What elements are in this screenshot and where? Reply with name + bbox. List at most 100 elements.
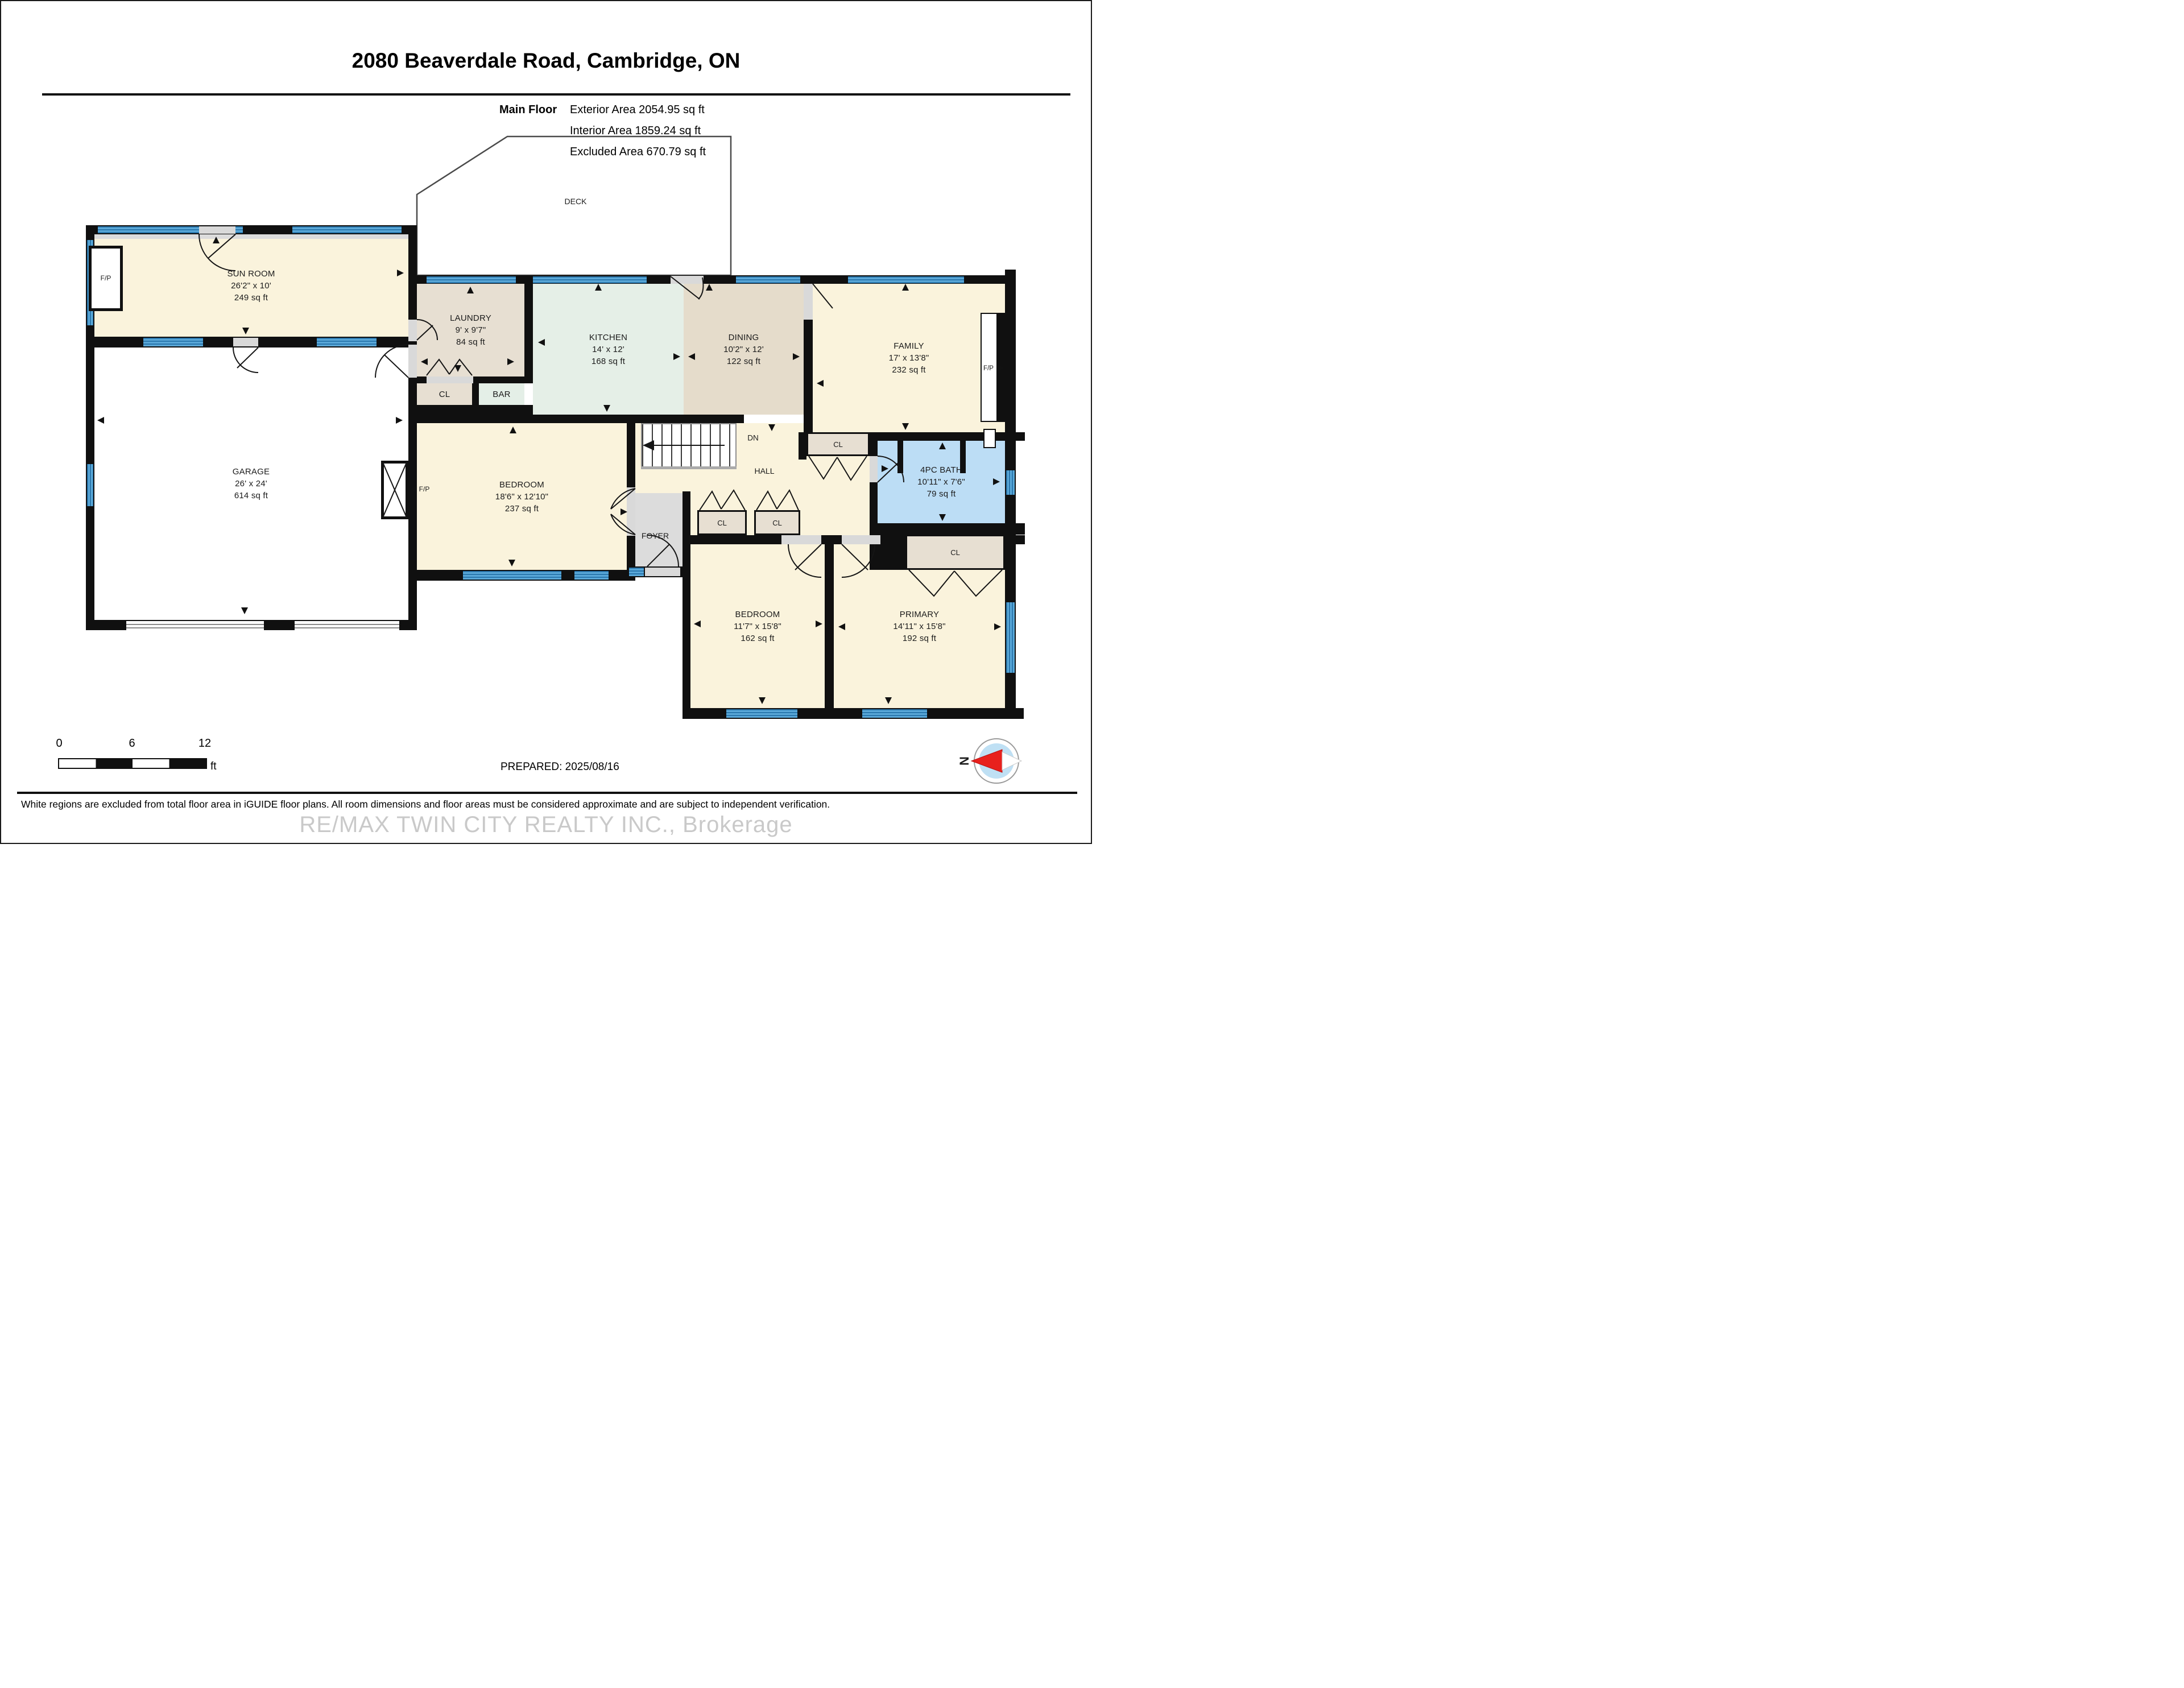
wall — [524, 275, 533, 383]
window — [463, 571, 561, 580]
fireplace-family — [981, 313, 998, 422]
room-sunroom: SUN ROOM 26'2" x 10' 249 sq ft — [94, 234, 408, 337]
fireplace-label: F/P — [100, 274, 111, 282]
measure-arrow-right-icon — [621, 508, 627, 515]
fireplace-label: F/P — [983, 365, 994, 372]
door-gap — [781, 535, 821, 544]
garage-door — [126, 621, 264, 630]
window — [1006, 602, 1015, 673]
scale-tick-12: 12 — [198, 737, 212, 750]
window — [533, 276, 647, 283]
deck-label: DECK — [564, 197, 587, 206]
closet-bedroom2-b: CL — [754, 510, 800, 535]
measure-arrow-down-icon — [885, 697, 892, 704]
measure-arrow-right-icon — [396, 417, 403, 424]
staircase — [641, 423, 737, 467]
scale-bar — [58, 758, 207, 769]
measure-arrow-right-icon — [816, 620, 822, 627]
fireplace-label: F/P — [419, 485, 430, 493]
measure-arrow-up-icon — [902, 284, 909, 291]
patio-door — [671, 276, 704, 284]
measure-arrow-up-icon — [706, 284, 713, 291]
closet-bedroom2-a: CL — [697, 510, 747, 535]
measure-arrow-down-icon — [902, 423, 909, 430]
floor-label: Main Floor — [499, 104, 557, 116]
measure-arrow-down-icon — [241, 607, 248, 614]
window — [848, 276, 964, 283]
measure-arrow-left-icon — [410, 486, 416, 493]
compass-north-label: N — [957, 756, 971, 766]
measure-arrow-left-icon — [688, 353, 695, 360]
footer-divider — [17, 792, 1077, 794]
measure-arrow-down-icon — [759, 697, 766, 704]
wall — [799, 432, 806, 460]
room-bath: 4PC BATH 10'11" x 7'6" 79 sq ft — [878, 441, 1005, 523]
foyer-label: FOYER — [641, 531, 669, 540]
measure-arrow-left-icon — [97, 417, 104, 424]
measure-arrow-right-icon — [994, 623, 1001, 630]
window — [736, 276, 800, 283]
measure-arrow-down-icon — [242, 328, 249, 334]
page-title: 2080 Beaverdale Road, Cambridge, ON — [351, 49, 741, 72]
measure-arrow-down-icon — [454, 365, 461, 372]
disclaimer-text: White regions are excluded from total fl… — [21, 799, 830, 810]
prepared-date: PREPARED: 2025/08/16 — [500, 761, 619, 773]
stairs-dn-label: DN — [747, 433, 759, 442]
measure-arrow-left-icon — [538, 339, 545, 346]
window — [292, 226, 402, 233]
hall-label: HALL — [754, 466, 775, 475]
floorplan-page: 2080 Beaverdale Road, Cambridge, ON Main… — [0, 0, 1092, 844]
title-divider — [42, 93, 1070, 96]
window — [862, 709, 927, 718]
measure-arrow-right-icon — [507, 358, 514, 365]
door-gap — [408, 345, 417, 378]
room-bedroom-main: BEDROOM 18'6" x 12'10" 237 sq ft — [417, 423, 627, 570]
door-gap — [804, 284, 813, 320]
door-gap — [842, 535, 880, 544]
measure-arrow-down-icon — [508, 560, 515, 566]
measure-arrow-right-icon — [998, 365, 1004, 371]
measure-arrow-right-icon — [397, 270, 404, 276]
measure-arrow-up-icon — [939, 442, 946, 449]
brokerage-watermark: RE/MAX TWIN CITY REALTY INC., Brokerage — [299, 812, 793, 837]
wall — [960, 441, 966, 473]
measure-arrow-right-icon — [673, 353, 680, 360]
excluded-area: Excluded Area 670.79 sq ft — [570, 146, 706, 158]
door-gap — [427, 377, 473, 383]
window — [1006, 470, 1015, 495]
measure-arrow-right-icon — [882, 465, 888, 472]
room-bedroom2: BEDROOM 11'7" x 15'8" 162 sq ft — [690, 544, 825, 708]
wall — [417, 405, 533, 423]
measure-arrow-down-icon — [939, 514, 946, 521]
measure-arrow-up-icon — [595, 284, 602, 291]
window — [726, 709, 797, 718]
window — [427, 276, 516, 283]
wall — [870, 523, 1025, 535]
room-garage: GARAGE 26' x 24' 614 sq ft — [94, 347, 408, 620]
scale-tick-6: 6 — [129, 737, 135, 750]
fireplace-bedroom — [381, 461, 408, 519]
measure-arrow-down-icon — [603, 405, 610, 412]
window — [574, 571, 609, 580]
measure-arrow-up-icon — [467, 287, 474, 293]
interior-area: Interior Area 1859.24 sq ft — [570, 125, 701, 137]
measure-arrow-up-icon — [510, 427, 516, 433]
room-family: FAMILY 17' x 13'8" 232 sq ft — [813, 284, 1005, 432]
window — [143, 338, 203, 346]
wall — [682, 491, 690, 719]
wall — [897, 441, 903, 473]
room-kitchen: KITCHEN 14' x 12' 168 sq ft — [533, 284, 684, 415]
measure-arrow-left-icon — [838, 623, 845, 630]
bar-nook: BAR — [479, 383, 524, 405]
door-gap — [870, 456, 878, 482]
scale-tick-0: 0 — [56, 737, 63, 750]
closet-hall: CL — [806, 432, 870, 456]
exterior-area: Exterior Area 2054.95 sq ft — [570, 104, 705, 116]
compass-face — [979, 743, 1014, 779]
fireplace-family-base — [983, 429, 996, 448]
closet-primary: CL — [905, 535, 1005, 570]
wall — [408, 225, 417, 630]
measure-arrow-right-icon — [993, 478, 1000, 485]
window — [629, 568, 644, 576]
garage-door — [295, 621, 399, 630]
